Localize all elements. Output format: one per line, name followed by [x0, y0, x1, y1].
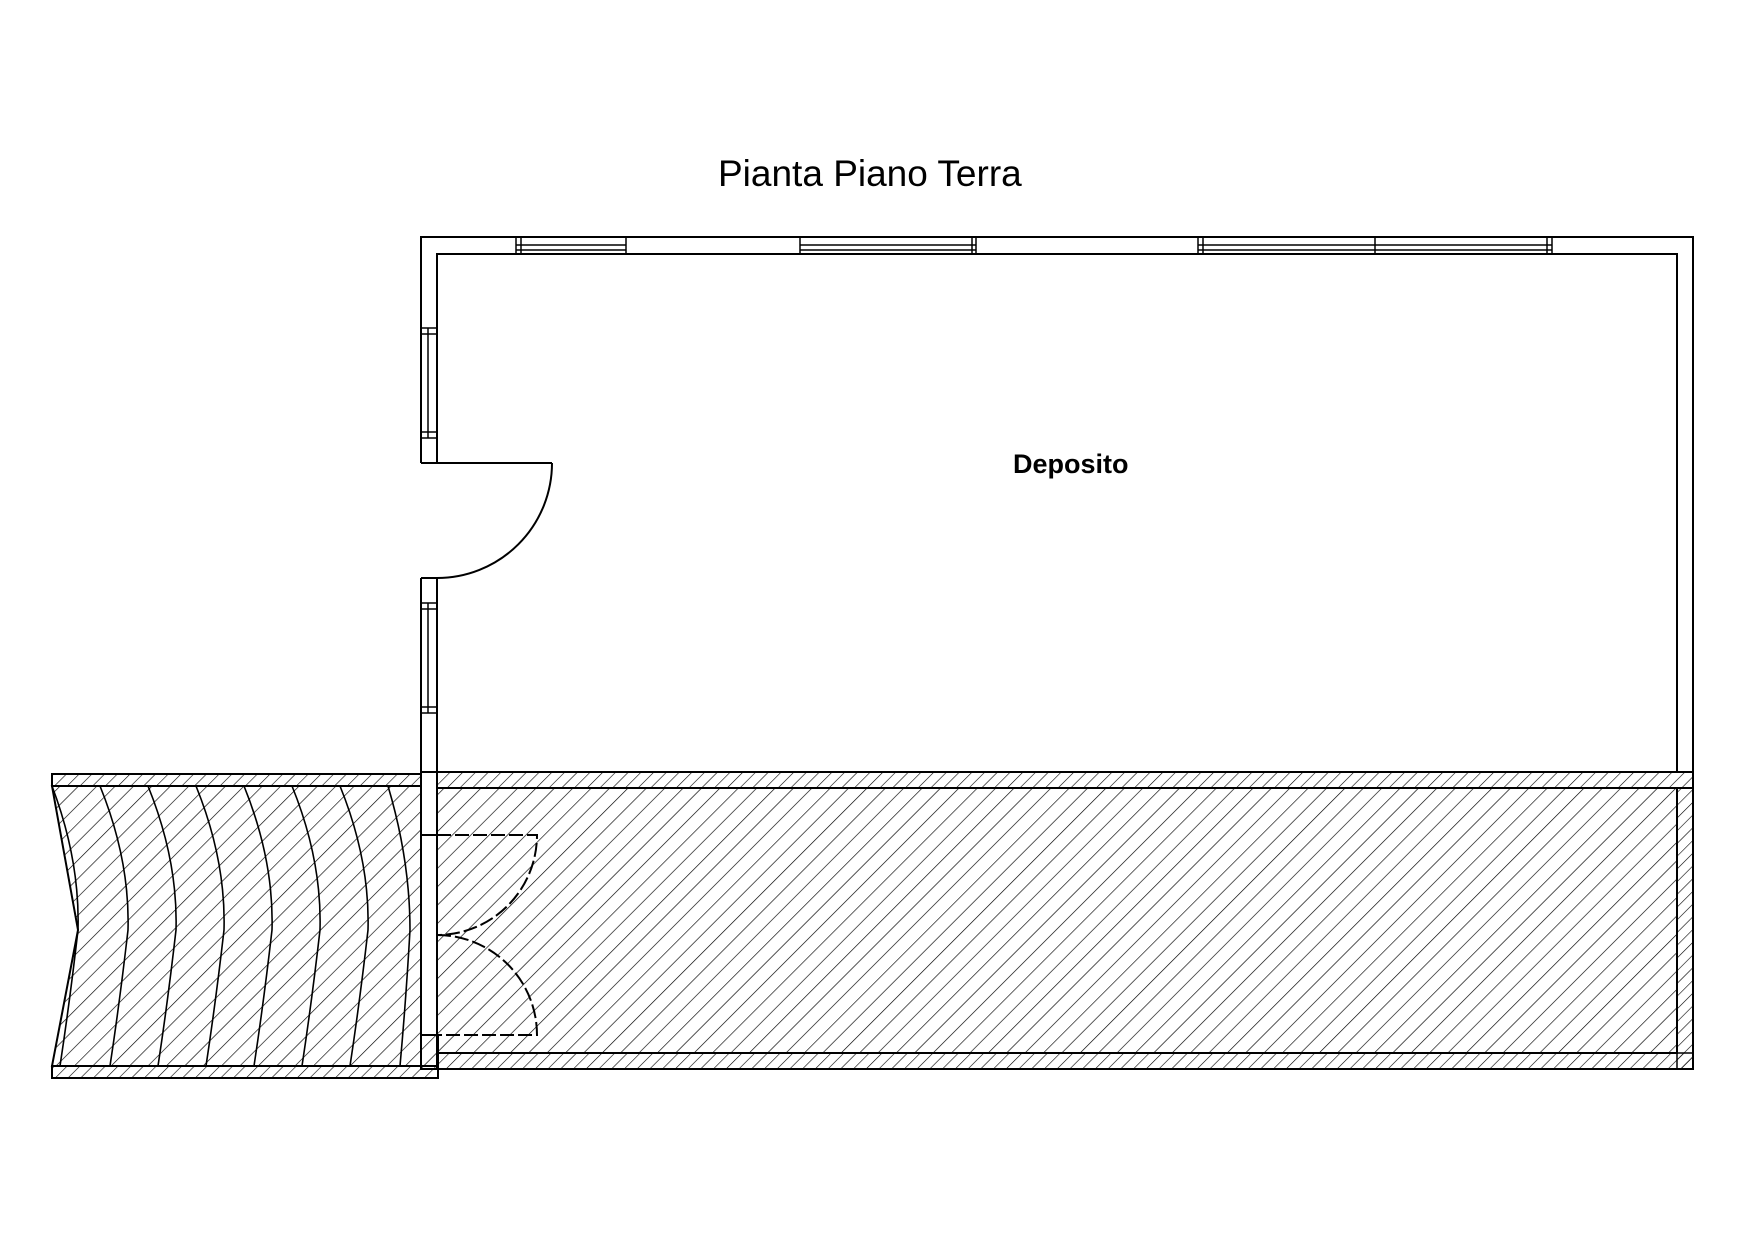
hatched-lower-section	[420, 771, 1694, 1070]
door-swing	[436, 462, 553, 579]
left-windows	[420, 327, 438, 714]
top-windows	[515, 236, 1553, 255]
outer-wall	[420, 236, 1694, 772]
exterior-ramp	[50, 773, 439, 1079]
inner-wall	[436, 253, 1678, 772]
room-label-deposito: Deposito	[1013, 449, 1129, 479]
page-title: Pianta Piano Terra	[718, 153, 1022, 194]
